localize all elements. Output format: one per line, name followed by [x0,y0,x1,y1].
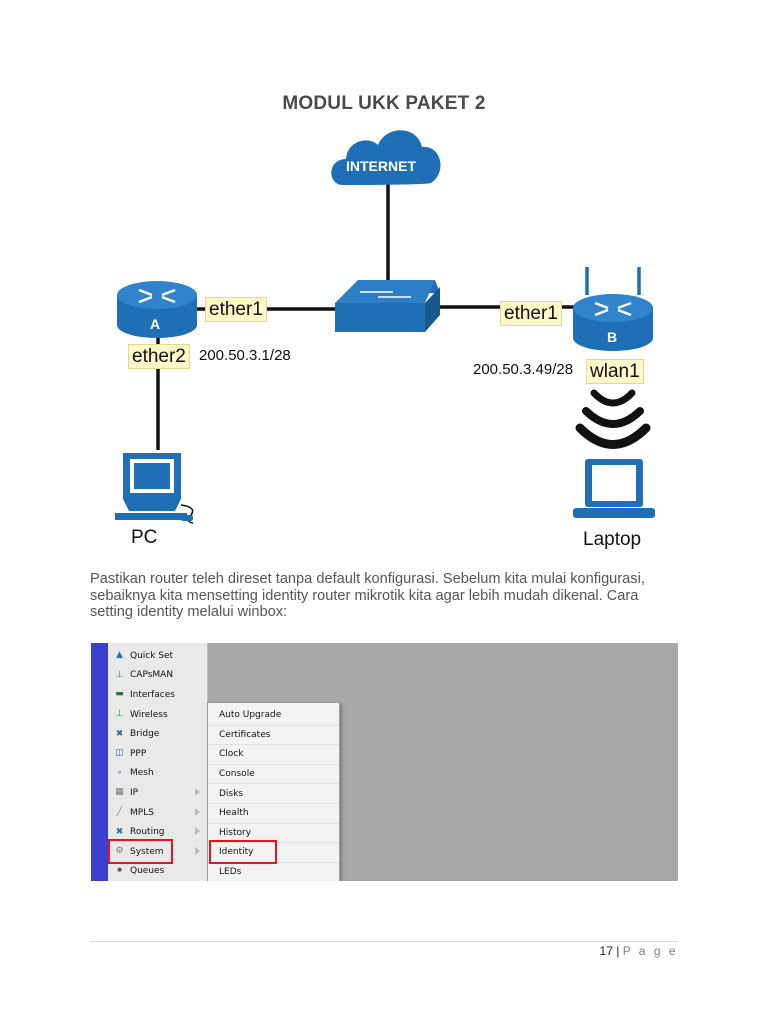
submenu-arrow-icon [195,788,200,797]
mpls-icon: ╱ [116,807,123,818]
routing-icon: ✖ [115,826,124,837]
identity-highlight-box [209,840,277,864]
internet-cloud-icon [331,130,441,185]
menu-item-ppp[interactable]: ◫ PPP [108,744,208,764]
menu-item-label: Quick Set [130,650,174,661]
menu-item-label: CAPsMAN [130,670,174,681]
winbox-main-menu: ▲ Quick Set ⊥ CAPsMAN ▬ Interfaces ⊥ Wir… [108,643,208,881]
router-a-port-ether2: ether2 [128,344,190,369]
menu-item-label: PPP [130,748,147,759]
laptop-icon [573,459,655,518]
menu-item-label: Interfaces [130,689,175,700]
submenu-item-certificates[interactable]: Certificates [208,726,339,746]
system-highlight-box [108,839,173,864]
switch-icon [335,280,440,332]
menu-item-ip[interactable]: ▦ IP [108,783,208,803]
mesh-icon: ∘ [116,767,123,778]
ppp-icon: ◫ [115,748,124,759]
submenu-item-console[interactable]: Console [208,765,339,785]
network-topology-diagram: INTERNET A B ether1 ether2 200.50.3.1/28… [95,115,680,555]
menu-item-label: Mesh [130,768,154,779]
menu-item-routing[interactable]: ✖ Routing [108,822,208,842]
router-b-letter: B [607,329,618,345]
paragraph-line: sebaiknya kita mensetting identity route… [90,587,639,604]
menu-item-label: MPLS [130,807,154,818]
topology-drawing [115,130,655,524]
submenu-item-leds[interactable]: LEDs [208,863,339,881]
ip-icon: ▦ [115,787,124,798]
page-title: MODUL UKK PAKET 2 [282,93,486,114]
laptop-label: Laptop [583,529,642,550]
paragraph-line: setting identity melalui winbox: [90,604,288,620]
winbox-screenshot: ▲ Quick Set ⊥ CAPsMAN ▬ Interfaces ⊥ Wir… [91,643,678,881]
submenu-item-disks[interactable]: Disks [208,784,339,804]
menu-item-interfaces[interactable]: ▬ Interfaces [108,685,208,705]
bridge-icon: ✖ [115,728,124,739]
system-submenu: Auto Upgrade Certificates Clock Console … [207,702,340,881]
interfaces-icon: ▬ [115,689,124,700]
submenu-item-clock[interactable]: Clock [208,745,339,765]
router-a-icon [117,281,197,338]
menu-item-label: IP [130,787,139,798]
router-a-ip: 200.50.3.1/28 [199,347,291,364]
submenu-item-auto-upgrade[interactable]: Auto Upgrade [208,706,339,726]
menu-item-wireless[interactable]: ⊥ Wireless [108,705,208,725]
winbox-side-stripe [91,643,108,881]
menu-item-mesh[interactable]: ∘ Mesh [108,764,208,784]
quick-set-icon: ▲ [116,650,123,661]
router-a-port-ether1: ether1 [205,297,267,322]
menu-item-quick-set[interactable]: ▲ Quick Set [108,646,208,666]
menu-item-label: Bridge [130,729,160,740]
page-word: P a g e [622,944,678,958]
cloud-label: INTERNET [346,158,416,174]
footer-divider [90,941,678,942]
wireless-signal-icon [575,389,651,449]
capsman-icon: ⊥ [115,669,124,680]
router-b-port-wlan1: wlan1 [586,359,644,384]
menu-item-label: Wireless [130,709,168,720]
router-b-ip: 200.50.3.49/28 [473,361,574,378]
menu-item-mpls[interactable]: ╱ MPLS [108,803,208,823]
paragraph-line: Pastikan router teleh direset tanpa defa… [90,571,645,587]
menu-item-bridge[interactable]: ✖ Bridge [108,724,208,744]
page-footer: 17 | P a g e [600,944,678,958]
menu-item-label: Queues [130,866,165,877]
page-number: 17 [599,944,613,958]
menu-item-label: System [130,846,164,857]
router-a-letter: A [150,316,161,332]
submenu-arrow-icon [195,807,200,816]
router-b-port-ether1: ether1 [500,301,562,326]
submenu-item-history[interactable]: History [208,824,339,844]
submenu-arrow-icon [195,827,200,836]
menu-item-queues[interactable]: ⚫ Queues [108,862,208,881]
router-b-icon [573,267,653,351]
wireless-icon: ⊥ [115,709,124,720]
queues-icon: ⚫ [115,865,124,876]
instruction-paragraph: Pastikan router teleh direset tanpa defa… [90,571,690,621]
menu-item-label: Routing [130,827,165,838]
menu-item-capsman[interactable]: ⊥ CAPsMAN [108,666,208,686]
pc-label: PC [131,527,158,548]
page-separator: | [616,944,620,958]
menu-item-system[interactable]: ⚙ System [108,842,208,862]
submenu-item-health[interactable]: Health [208,804,339,824]
system-icon: ⚙ [115,846,124,857]
submenu-arrow-icon [195,847,200,855]
pc-icon [115,453,194,524]
